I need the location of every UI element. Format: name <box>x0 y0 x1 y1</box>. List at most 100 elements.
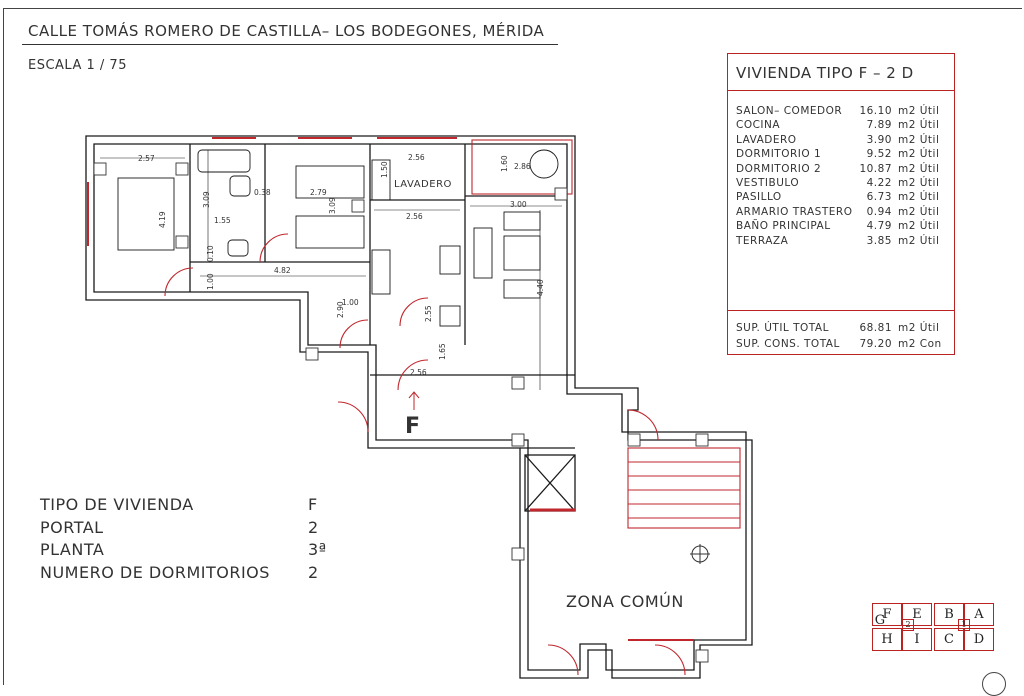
laundry-label: LAVADERO <box>394 179 452 190</box>
red-elements <box>87 137 741 676</box>
door-swing <box>547 644 579 676</box>
unit-inner-wall <box>93 143 747 671</box>
info-label: TIPO DE VIVIENDA <box>40 495 194 514</box>
room-name: VESTIBULO <box>736 177 800 190</box>
room-area: 4.79 <box>866 220 892 233</box>
street-title: CALLE TOMÁS ROMERO DE CASTILLA– LOS BODE… <box>28 22 545 40</box>
title-underline <box>22 44 558 45</box>
door-swing <box>164 267 194 297</box>
room-name: ARMARIO TRASTERO <box>736 205 853 218</box>
info-label: NUMERO DE DORMITORIOS <box>40 562 270 582</box>
lift-cross <box>524 454 576 512</box>
room-unit: m2 Útil <box>898 191 940 204</box>
key-plan: F E B A G 2 1 H I C D <box>872 603 996 651</box>
room-unit: m2 Útil <box>898 205 940 218</box>
double-bed <box>117 177 175 251</box>
schedule-row: BAÑO PRINCIPAL 4.79 m2 Útil <box>736 219 950 233</box>
unit-outer-wall <box>85 135 753 679</box>
toilet <box>227 239 249 257</box>
twin-bed <box>295 215 365 249</box>
dim-label: 1.65 <box>438 343 447 360</box>
dim-label: 2.86 <box>514 162 531 171</box>
room-unit: m2 Útil <box>898 220 940 233</box>
column <box>695 433 709 447</box>
column <box>695 649 709 663</box>
sheet-border <box>3 8 1022 685</box>
washbasin <box>229 175 251 197</box>
schedule-divider <box>728 90 954 91</box>
info-label: PLANTA <box>40 540 105 559</box>
total-unit: m2 Útil <box>898 322 940 334</box>
total-name: SUP. CONS. TOTAL <box>736 338 840 350</box>
door-swing <box>397 359 429 391</box>
dim-label: 0.10 <box>206 245 215 262</box>
north-arrow-icon <box>982 672 1006 696</box>
scale-label: ESCALA 1 / 75 <box>28 58 127 73</box>
total-name: SUP. ÚTIL TOTAL <box>736 322 829 334</box>
info-value: F <box>308 495 318 514</box>
key-cell: G <box>874 613 886 628</box>
room-area: 4.22 <box>866 177 892 190</box>
key-cell: I <box>902 628 932 651</box>
sink-unit <box>371 249 391 295</box>
room-unit: m2 Útil <box>898 119 940 132</box>
key-cell: B <box>934 603 964 626</box>
dim-label: 2.79 <box>310 188 327 197</box>
stair-treads <box>628 461 740 519</box>
room-area: 9.52 <box>866 148 892 161</box>
room-unit: m2 Útil <box>898 234 940 247</box>
bathtub <box>197 149 251 173</box>
dim-label: 1.00 <box>342 298 359 307</box>
column <box>175 162 189 176</box>
column <box>511 547 525 561</box>
door-swing <box>259 233 289 263</box>
coffee-table <box>503 235 541 271</box>
room-name: LAVADERO <box>736 133 797 146</box>
column <box>351 199 365 213</box>
door-swing <box>627 409 659 441</box>
room-area: 7.89 <box>866 119 892 132</box>
room-name: BAÑO PRINCIPAL <box>736 220 831 233</box>
column <box>511 433 525 447</box>
walls <box>85 135 753 679</box>
dim-label: 2.56 <box>406 212 423 221</box>
room-name: DORMITORIO 2 <box>736 162 822 175</box>
sofa <box>473 227 493 279</box>
schedule-row: VESTIBULO 4.22 m2 Útil <box>736 176 950 190</box>
cooktop <box>439 245 461 275</box>
door-swing <box>399 297 429 327</box>
column <box>554 187 568 201</box>
room-name: TERRAZA <box>736 234 789 247</box>
room-unit: m2 Útil <box>898 177 940 190</box>
room-area: 16.10 <box>859 105 892 117</box>
columns <box>93 162 709 663</box>
entrance-arrow <box>408 391 420 410</box>
common-zone-label: ZONA COMÚN <box>566 592 684 611</box>
info-row: NUMERO DE DORMITORIOS 2 <box>40 562 327 585</box>
unit-letter: F <box>405 414 421 439</box>
staircase <box>627 447 741 529</box>
info-label: PORTAL <box>40 517 104 537</box>
info-value: 2 <box>308 562 319 582</box>
door-swing <box>337 401 369 433</box>
column <box>627 433 641 447</box>
dim-label: 3.00 <box>510 200 527 209</box>
total-area: 68.81 <box>859 322 892 334</box>
column <box>511 376 525 390</box>
schedule-title: VIVIENDA TIPO F – 2 D <box>736 64 914 82</box>
dim-label: 1.00 <box>206 273 215 290</box>
schedule-totals: SUP. ÚTIL TOTAL 68.81 m2 Útil SUP. CONS. T… <box>736 320 950 352</box>
info-row: TIPO DE VIVIENDA F <box>40 494 327 517</box>
dim-label: 1.50 <box>380 161 389 178</box>
room-area: 3.90 <box>866 133 892 146</box>
